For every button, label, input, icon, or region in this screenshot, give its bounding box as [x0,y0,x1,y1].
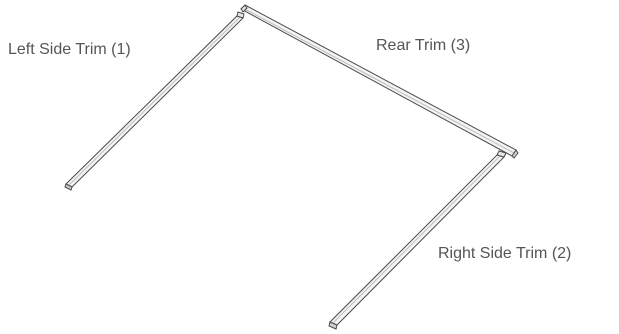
rear-trim-piece [240,4,519,159]
right-side-trim-label: Right Side Trim (2) [438,245,572,262]
left-side-trim-label: Left Side Trim (1) [8,41,131,58]
rear-trim-label: Rear Trim (3) [376,37,471,54]
left-side-trim-piece [64,11,245,191]
right-side-trim-piece [328,150,507,330]
